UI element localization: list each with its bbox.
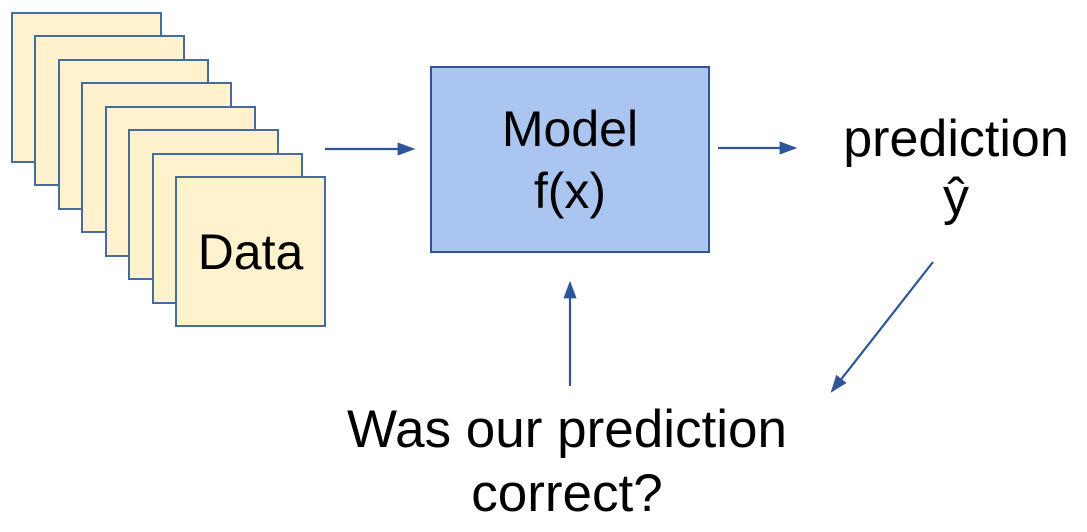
- prediction-label: prediction ŷ: [830, 110, 1082, 226]
- model-label-line2: f(x): [533, 162, 607, 219]
- data-stack-label: Data: [197, 223, 304, 280]
- data-card-front: Data: [175, 176, 326, 327]
- arrow-prediction-to-feedback: [830, 261, 934, 393]
- prediction-line1: prediction: [843, 110, 1069, 168]
- feedback-line1: Was our prediction: [347, 400, 787, 459]
- prediction-line2: ŷ: [943, 168, 969, 226]
- feedback-line2: correct?: [471, 464, 663, 523]
- model-box: Model f(x): [430, 66, 710, 253]
- model-label-line1: Model: [501, 100, 639, 157]
- data-stack: Data: [11, 12, 351, 352]
- feedback-question: Was our prediction correct?: [267, 398, 867, 526]
